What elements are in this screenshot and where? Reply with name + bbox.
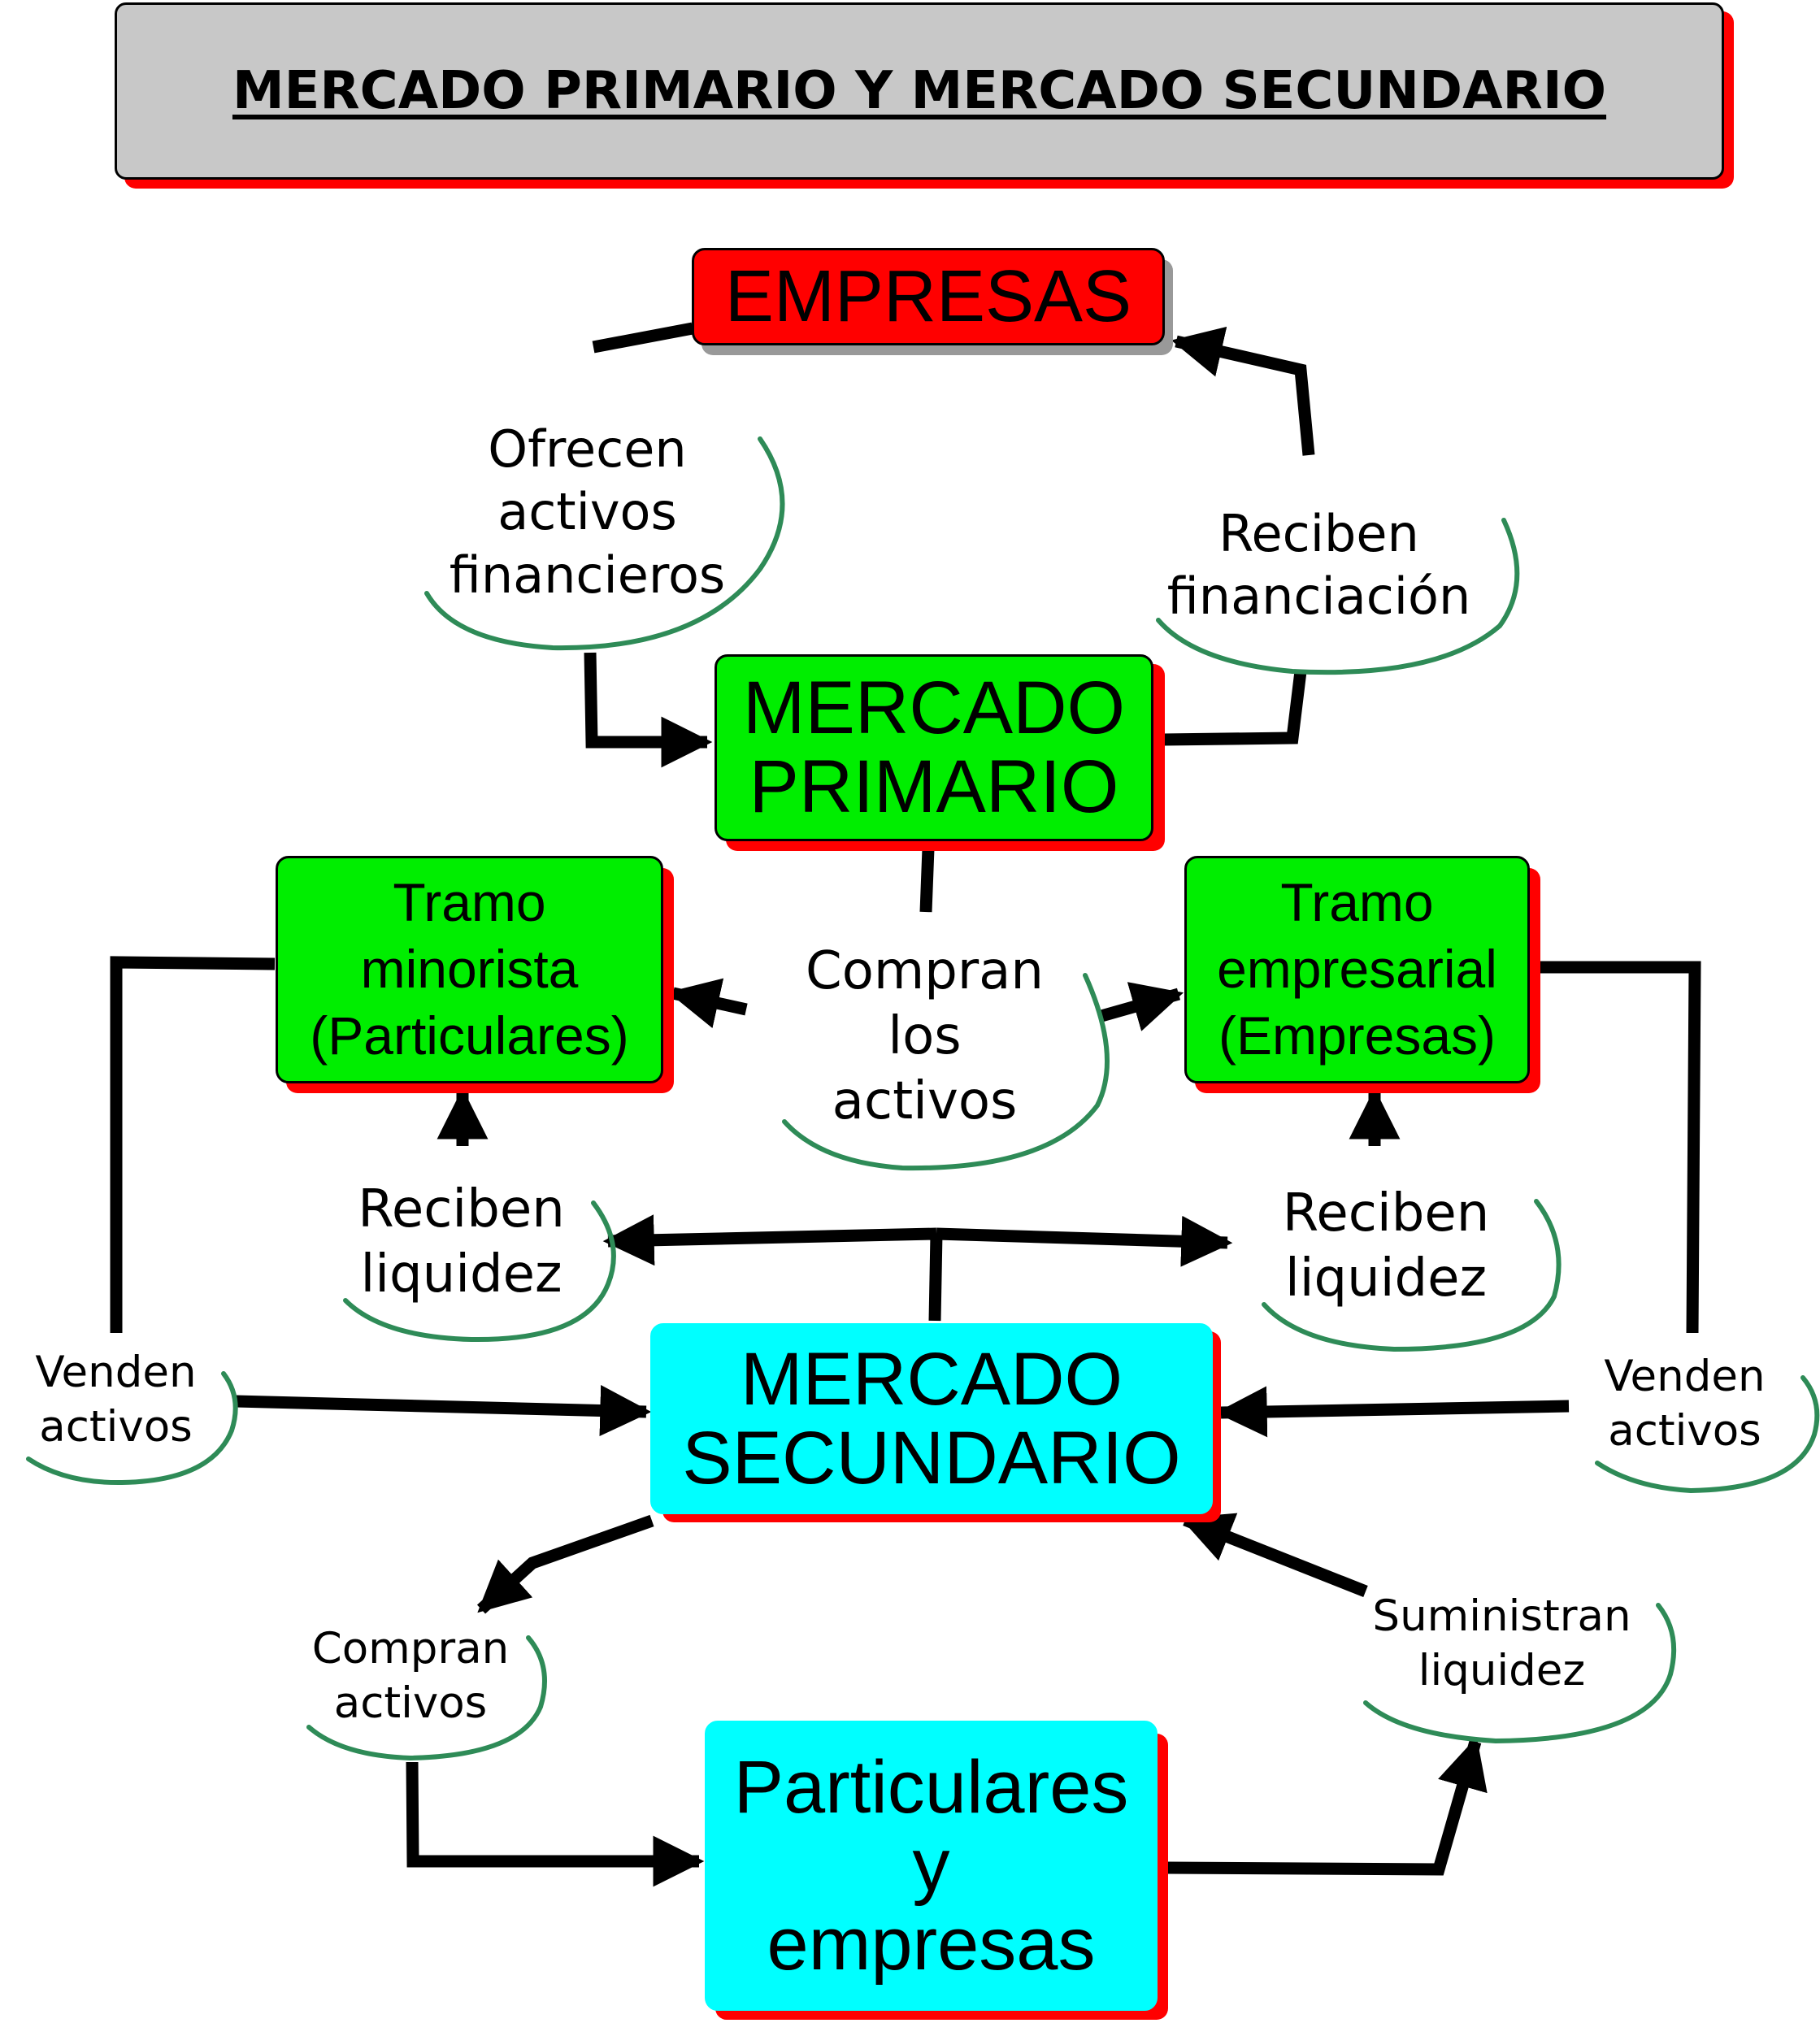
- arrow-venden-left-to-secundario: [235, 1385, 652, 1437]
- label-suministran-line-1: Suministran: [1372, 1591, 1631, 1642]
- connector-minorista-venden: [110, 956, 276, 1333]
- label-compran-los-activos-line-3: activos: [832, 1071, 1018, 1131]
- empresas-box: EMPRESAS: [692, 248, 1165, 345]
- label-compran-activos-line-1: Compran: [311, 1624, 510, 1674]
- particulares-empresas-box: Particulares y empresas: [705, 1721, 1158, 2011]
- tramo-empresarial-line-1: Tramo: [1280, 872, 1434, 933]
- arrow-suministran-to-secundario: [1180, 1513, 1368, 1597]
- label-compran-los-activos-line-2: los: [888, 1006, 962, 1066]
- tramo-minorista-line-2: minorista: [360, 939, 579, 1000]
- ellipse-arc-liquidez-left: [343, 1200, 616, 1343]
- label-compran-los-activos-line-1: Compran: [806, 941, 1044, 1001]
- ellipse-arc-venden-left: [26, 1371, 238, 1486]
- tramo-empresarial-line-2: empresarial: [1217, 939, 1497, 1000]
- mercado-primario-line-1: MERCADO: [742, 666, 1126, 750]
- connector-secundario-hub: [928, 1233, 943, 1322]
- tramo-empresarial-line-3: (Empresas): [1218, 1005, 1496, 1066]
- arrow-hub-to-liquidez-left: [602, 1214, 937, 1266]
- mercado-primario-box: MERCADO PRIMARIO: [715, 654, 1153, 841]
- label-suministran-liquidez: Suministran liquidez: [1357, 1589, 1646, 1699]
- label-venden-left-line-2: activos: [39, 1401, 193, 1452]
- particulares-empresas-line-2: y: [912, 1824, 950, 1908]
- mercado-secundario-box: MERCADO SECUNDARIO: [650, 1323, 1213, 1514]
- label-reciben-liquidez-right-line-2: liquidez: [1284, 1248, 1488, 1309]
- label-reciben-liquidez-left-line-1: Reciben: [358, 1179, 565, 1239]
- particulares-empresas-line-3: empresas: [767, 1902, 1096, 1986]
- label-reciben-liquidez-right-line-1: Reciben: [1282, 1183, 1490, 1244]
- ellipse-arc-compran-activos: [306, 1635, 547, 1761]
- label-ofrecen-line-3: financieros: [449, 545, 726, 605]
- label-venden-right-line-1: Venden: [1604, 1352, 1766, 1402]
- label-suministran-line-2: liquidez: [1418, 1645, 1586, 1695]
- tramo-minorista-line-1: Tramo: [393, 872, 546, 933]
- label-reciben-liquidez-right: Reciben liquidez: [1260, 1179, 1512, 1313]
- label-compran-los-activos: Compran los activos: [768, 935, 1081, 1138]
- arrow-compran-to-minorista: [667, 978, 748, 1029]
- title-box: MERCADO PRIMARIO Y MERCADO SECUNDARIO: [115, 2, 1724, 180]
- ellipse-arc-liquidez-right: [1262, 1199, 1562, 1352]
- connector-empresarial-venden: [1540, 961, 1701, 1334]
- connector-empresas-ofrecen: [592, 322, 694, 354]
- connector-primario-reciben: [1162, 671, 1307, 746]
- arrow-reciben-to-empresas: [1171, 326, 1315, 456]
- arrow-compran-to-particulares: [406, 1761, 705, 1887]
- tramo-minorista-box: Tramo minorista (Particulares): [276, 856, 663, 1083]
- arrow-secundario-to-compran: [476, 1514, 654, 1614]
- label-venden-left-line-1: Venden: [35, 1348, 197, 1398]
- connector-primario-compran: [919, 848, 935, 913]
- ellipse-arc-suministran: [1363, 1603, 1677, 1744]
- arrow-venden-right-to-secundario: [1215, 1386, 1570, 1438]
- label-venden-activos-left: Venden activos: [20, 1345, 211, 1455]
- arrow-compran-to-empresarial: [1099, 982, 1184, 1031]
- label-venden-activos-right: Venden activos: [1589, 1349, 1780, 1459]
- label-reciben-liquidez-left-line-2: liquidez: [360, 1244, 563, 1305]
- label-ofrecen-line-1: Ofrecen: [488, 419, 687, 479]
- label-reciben-liquidez-left: Reciben liquidez: [337, 1174, 585, 1309]
- empresas-label: EMPRESAS: [724, 255, 1132, 337]
- tramo-empresarial-box: Tramo empresarial (Empresas): [1184, 856, 1530, 1083]
- ellipse-arc-compran-los-activos: [782, 973, 1110, 1171]
- label-ofrecen-activos: Ofrecen activos financieros: [423, 410, 752, 614]
- mercado-secundario-line-1: MERCADO: [740, 1337, 1123, 1421]
- mercado-primario-line-2: PRIMARIO: [749, 745, 1119, 828]
- label-ofrecen-line-2: activos: [497, 482, 677, 542]
- label-reciben-financiacion-line-1: Reciben: [1218, 503, 1419, 563]
- label-venden-right-line-2: activos: [1608, 1405, 1761, 1456]
- label-reciben-financiacion: Reciben financiación: [1146, 496, 1492, 634]
- ellipse-arc-reciben-financiacion: [1156, 518, 1520, 675]
- particulares-empresas-line-1: Particulares: [733, 1745, 1129, 1829]
- label-compran-activos: Compran activos: [301, 1621, 520, 1731]
- page-title: MERCADO PRIMARIO Y MERCADO SECUNDARIO: [232, 61, 1607, 121]
- connector-particulares-suministran: [1166, 1736, 1488, 1876]
- tramo-minorista-line-3: (Particulares): [310, 1005, 629, 1066]
- arrow-hub-to-liquidez-right: [936, 1215, 1233, 1267]
- ellipse-arc-ofrecen: [424, 436, 785, 651]
- mercado-secundario-line-2: SECUNDARIO: [682, 1416, 1181, 1500]
- arrow-ofrecen-to-primario: [584, 652, 713, 768]
- ellipse-arc-venden-right: [1595, 1375, 1820, 1494]
- label-compran-activos-line-2: activos: [333, 1678, 488, 1728]
- label-reciben-financiacion-line-2: financiación: [1166, 567, 1471, 626]
